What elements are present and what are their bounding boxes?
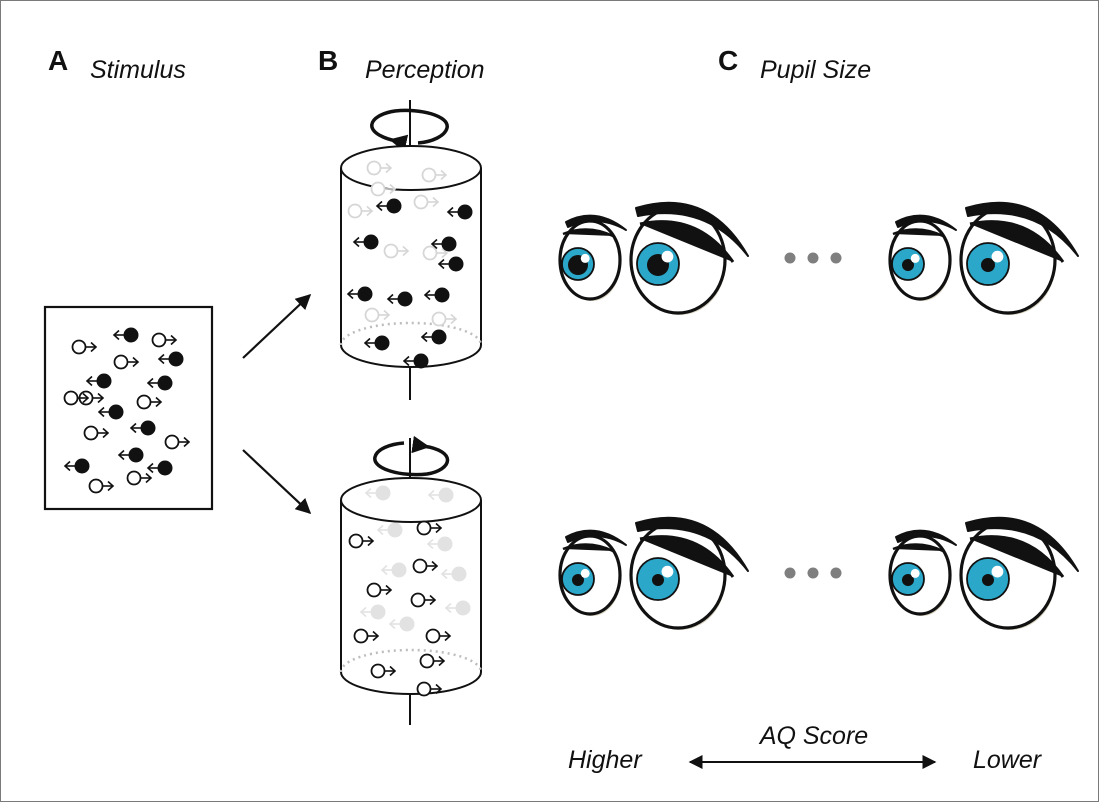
rightward-ring-icon	[366, 582, 393, 598]
leftward-dot-icon	[157, 351, 184, 367]
rightward-ring-icon	[416, 681, 443, 697]
cylinder-bottom	[339, 435, 483, 725]
rightward-ring-icon	[347, 203, 374, 219]
leftward-dot-icon	[430, 236, 457, 252]
eyebrow	[565, 529, 627, 546]
rightward-ring-icon	[353, 628, 380, 644]
ellipsis-top	[784, 252, 842, 264]
rightward-ring-icon	[136, 394, 163, 410]
leftward-dot-icon	[375, 198, 402, 214]
rightward-ring-icon	[421, 167, 448, 183]
ellipsis-bottom	[784, 567, 842, 579]
cylinder-top	[339, 100, 483, 400]
eyebrow	[565, 214, 627, 231]
eyebrow	[965, 201, 1079, 257]
panel-b-letter: B	[318, 45, 338, 76]
rightward-ring-icon	[88, 478, 115, 494]
leftward-dot-icon	[146, 460, 173, 476]
rightward-ring-icon	[366, 160, 393, 176]
rightward-ring-icon	[364, 307, 391, 323]
rotation-arrow-icon	[370, 108, 449, 152]
leftward-dot-icon	[352, 234, 379, 250]
rightward-ring-icon	[413, 194, 440, 210]
rightward-ring-icon	[425, 628, 452, 644]
rightward-ring-icon	[71, 339, 98, 355]
rightward-ring-icon	[416, 520, 443, 536]
rightward-ring-icon	[431, 311, 458, 327]
leftward-dot-icon	[380, 562, 407, 578]
rightward-ring-icon	[383, 243, 410, 259]
leftward-dot-icon	[346, 286, 373, 302]
eyebrow	[895, 529, 957, 546]
eyebrow	[639, 220, 735, 263]
eyebrow	[892, 543, 944, 553]
rightward-ring-icon	[348, 533, 375, 549]
rotation-arrow-icon	[373, 435, 450, 477]
eye-icon	[888, 219, 952, 301]
leftward-dot-icon	[426, 536, 453, 552]
leftward-dot-icon	[63, 458, 90, 474]
leftward-dot-icon	[388, 616, 415, 632]
eyebrow	[635, 201, 749, 257]
leftward-dot-icon	[402, 353, 429, 369]
rightward-ring-icon	[113, 354, 140, 370]
leftward-dot-icon	[437, 256, 464, 272]
aq-score-label: AQ Score	[758, 722, 868, 750]
rightward-ring-icon	[370, 181, 397, 197]
leftward-dot-icon	[97, 404, 124, 420]
leftward-dot-icon	[85, 373, 112, 389]
panel-c-letter: C	[718, 45, 738, 76]
leftward-dot-icon	[423, 287, 450, 303]
eyebrow	[965, 516, 1079, 572]
rightward-ring-icon	[370, 663, 397, 679]
leftward-dot-icon	[364, 485, 391, 501]
stimulus-dots	[63, 327, 191, 494]
panel-b-title: Perception	[365, 56, 485, 84]
eyebrow	[892, 228, 944, 238]
leftward-dot-icon	[146, 375, 173, 391]
leftward-dot-icon	[444, 600, 471, 616]
rightward-ring-icon	[164, 434, 191, 450]
rightward-ring-icon	[151, 332, 178, 348]
leftward-dot-icon	[376, 522, 403, 538]
panel-a-letter: A	[48, 45, 68, 76]
leftward-dot-icon	[363, 335, 390, 351]
leftward-dot-icon	[117, 447, 144, 463]
panel-c-title: Pupil Size	[760, 56, 871, 84]
rightward-ring-icon	[422, 245, 449, 261]
eye-icon	[558, 219, 622, 301]
leftward-dot-icon	[112, 327, 139, 343]
eyebrow	[639, 535, 735, 578]
eyebrow	[969, 220, 1065, 263]
eye-icon	[888, 534, 952, 616]
rightward-ring-icon	[412, 558, 439, 574]
leftward-dot-icon	[129, 420, 156, 436]
rightward-ring-icon	[63, 390, 90, 406]
rightward-ring-icon	[419, 653, 446, 669]
aq-higher-label: Higher	[568, 746, 643, 774]
rightward-ring-icon	[83, 425, 110, 441]
eyebrow	[895, 214, 957, 231]
leftward-dot-icon	[440, 566, 467, 582]
rightward-ring-icon	[410, 592, 437, 608]
eyebrow	[969, 535, 1065, 578]
eye-pairs	[558, 201, 1079, 630]
arrow-to-top-percept	[242, 293, 312, 359]
eyebrow	[562, 543, 614, 553]
leftward-dot-icon	[427, 487, 454, 503]
rightward-ring-icon	[126, 470, 153, 486]
eyebrow	[562, 228, 614, 238]
aq-lower-label: Lower	[973, 746, 1043, 774]
eyebrow	[635, 516, 749, 572]
arrow-to-bottom-percept	[242, 449, 312, 515]
leftward-dot-icon	[420, 329, 447, 345]
leftward-dot-icon	[446, 204, 473, 220]
leftward-dot-icon	[359, 604, 386, 620]
panel-a-title: Stimulus	[90, 56, 186, 84]
leftward-dot-icon	[386, 291, 413, 307]
